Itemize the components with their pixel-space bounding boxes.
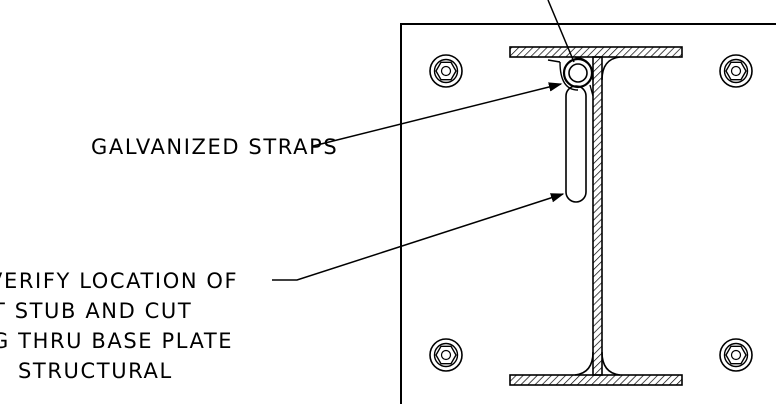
anchor-bolt-top-right (719, 54, 753, 88)
bottom-flange (509, 374, 683, 386)
straps-label: GALVANIZED STRAPS (91, 135, 338, 159)
anchor-bolt-top-left (429, 54, 463, 88)
top-flange (509, 46, 683, 58)
note-leader (272, 193, 565, 281)
note-line-4: STRUCTURAL (18, 359, 173, 383)
strap-pipe (547, 57, 594, 97)
anchor-bolt-bottom-left (429, 338, 463, 372)
base-plate (400, 23, 776, 404)
note-line-3: G THRU BASE PLATE (0, 329, 233, 353)
column-web (592, 56, 603, 376)
anchor-bolt-bottom-right (719, 338, 753, 372)
note-line-2: T STUB AND CUT (0, 299, 192, 323)
straps-leader (312, 82, 563, 147)
steel-column-section (509, 46, 683, 386)
base-plate-slot (565, 85, 587, 203)
note-line-1: VERIFY LOCATION OF (0, 269, 238, 293)
